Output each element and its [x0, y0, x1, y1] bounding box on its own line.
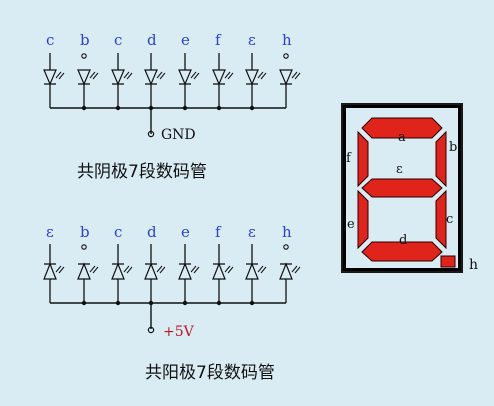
segment-dp-label: h	[469, 257, 478, 273]
segment-e	[357, 189, 369, 250]
led-diode	[77, 244, 99, 306]
pin-label: c	[114, 223, 122, 241]
pin-label: e	[181, 31, 190, 49]
segment-c-label: c	[446, 212, 453, 227]
pin-label: b	[80, 223, 90, 241]
pin-label: e	[181, 223, 190, 241]
pin-label: h	[282, 223, 292, 241]
led-diode	[212, 244, 234, 306]
pin-label: d	[147, 223, 157, 241]
pin-label: ɛ	[46, 223, 54, 241]
led-diode	[245, 244, 267, 306]
segment-a	[361, 117, 443, 139]
gnd-terminal	[147, 130, 155, 138]
segment-b	[435, 130, 447, 188]
gnd-label: GND	[161, 127, 196, 143]
segment-dp	[440, 255, 456, 268]
seven-segment-display: a b c d e f ɛ h	[341, 103, 478, 273]
vcc-terminal	[147, 326, 155, 334]
segment-g	[361, 178, 443, 198]
pin-label: f	[215, 31, 222, 49]
pin-label: f	[215, 223, 222, 241]
pin-label: c	[46, 31, 54, 49]
vcc-label: +5V	[163, 324, 195, 340]
segment-f	[357, 130, 369, 188]
common-anode-circuit: ɛ b c d e f ɛ h +5V 共阳极7段数码管	[43, 223, 301, 383]
led-diode	[144, 53, 166, 111]
led-diode	[178, 244, 200, 306]
segment-f-label: f	[346, 151, 352, 166]
led-diode	[245, 53, 267, 111]
pin-label: ɛ	[248, 31, 256, 49]
led-diode	[178, 53, 200, 111]
pin-label: c	[114, 31, 122, 49]
common-cathode-circuit: c b c d e f ɛ h GND 共阴极7段数码管	[43, 31, 301, 182]
segment-d	[361, 241, 443, 262]
segment-b-label: b	[449, 140, 457, 155]
common-anode-caption: 共阳极7段数码管	[145, 363, 275, 383]
led-diode	[212, 53, 234, 111]
segment-a-label: a	[398, 130, 406, 145]
led-diode	[43, 244, 65, 303]
pin-label: b	[80, 31, 90, 49]
pin-label: ɛ	[248, 223, 256, 241]
led-diode	[43, 53, 65, 108]
led-diode	[111, 244, 133, 306]
common-cathode-caption: 共阴极7段数码管	[77, 162, 207, 182]
pin-label: d	[147, 31, 157, 49]
segment-g-label: ɛ	[396, 162, 403, 177]
led-diode	[144, 244, 166, 306]
segment-c	[435, 189, 447, 250]
led-diode	[77, 53, 99, 111]
segment-d-label: d	[399, 233, 407, 248]
segment-e-label: e	[347, 217, 355, 232]
led-diode	[279, 53, 301, 108]
led-diode	[111, 53, 133, 111]
led-diode	[279, 244, 301, 303]
pin-label: h	[282, 31, 292, 49]
